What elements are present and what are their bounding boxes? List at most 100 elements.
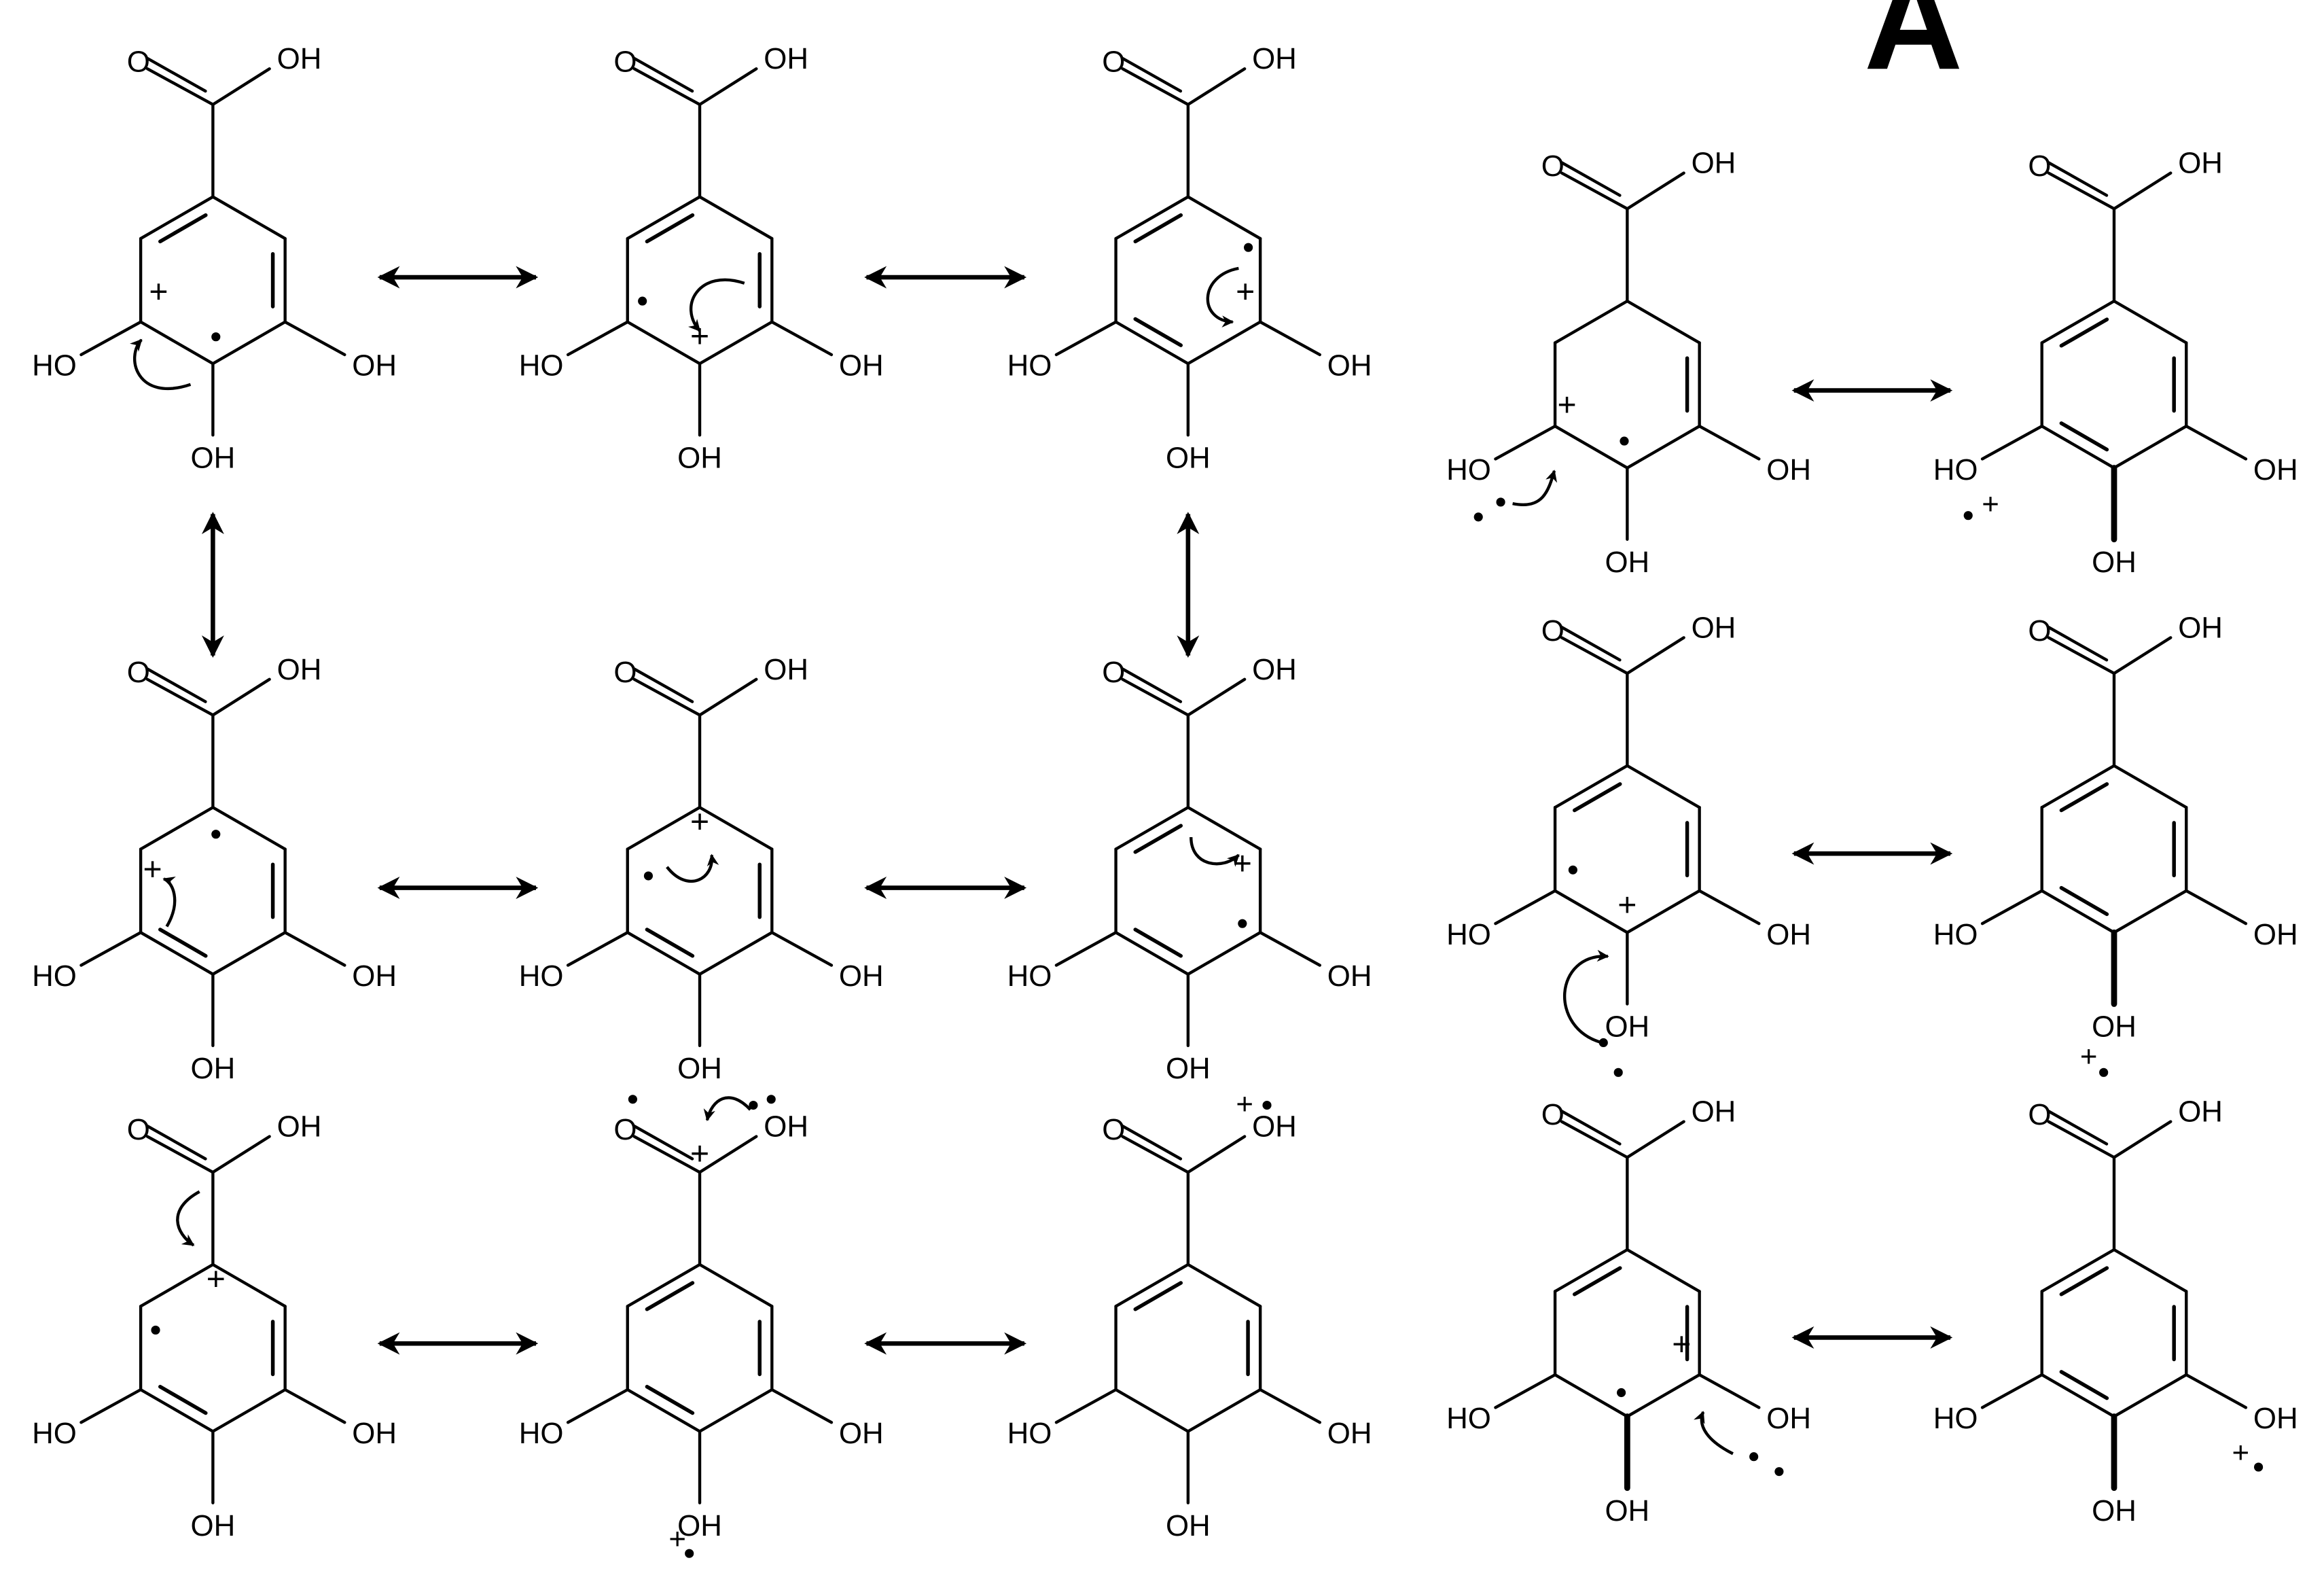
cation-charge: + [143, 851, 162, 888]
radical-dot [1262, 1100, 1272, 1110]
radical-dot [1749, 1452, 1759, 1462]
carboxyl-oh-label: OH [2178, 611, 2223, 644]
electron-arrow [703, 1096, 752, 1122]
radical-dot [766, 1095, 776, 1104]
oh-label-right: OH [1766, 453, 1811, 487]
oh-label-right: OH [1766, 1402, 1811, 1435]
oh-label-bottom: OH [1605, 546, 1649, 579]
carbonyl-o-label: O [1541, 1098, 1565, 1131]
radical-dot [1613, 1068, 1623, 1077]
radical-dot [1617, 1388, 1626, 1398]
oh-label-right: OH [1327, 349, 1372, 383]
radical-dot [628, 1095, 637, 1104]
carbonyl-o-label: O [127, 1113, 150, 1146]
radical-dot [1568, 865, 1577, 875]
carboxyl-oh-label: OH [1252, 653, 1297, 686]
panel-label: A [1864, 0, 1963, 98]
oh-label-right: OH [352, 959, 397, 993]
oh-label-bottom: OH [191, 442, 236, 475]
electron-arrow [1512, 470, 1558, 506]
ho-label-left: HO [1007, 959, 1052, 993]
electron-arrow [176, 1190, 200, 1247]
carboxyl-oh-label: OH [1692, 1095, 1736, 1129]
electron-arrow [1694, 1411, 1734, 1455]
oh-label-bottom: OH [677, 1052, 722, 1085]
carbonyl-o-label: O [2028, 1098, 2051, 1131]
cation-charge: + [149, 273, 168, 310]
oh-label-right: OH [352, 1417, 397, 1450]
cation-charge: + [1982, 487, 1999, 520]
carboxyl-oh-label: OH [2178, 1095, 2223, 1129]
radical-dot [151, 1325, 160, 1335]
radical-dot [1598, 1038, 1608, 1048]
ho-label-left: HO [1446, 918, 1491, 951]
carbonyl-o-label: O [613, 656, 637, 689]
carbonyl-o-label: O [1102, 656, 1125, 689]
ho-label-left: HO [1933, 918, 1978, 951]
oh-label-bottom: OH [1166, 442, 1211, 475]
oh-label-bottom: OH [1605, 1010, 1649, 1044]
oh-label-bottom: OH [1166, 1509, 1211, 1542]
ho-label-left: HO [519, 959, 564, 993]
ho-label-left: HO [32, 349, 77, 383]
carbonyl-o-label: O [2028, 614, 2051, 648]
radical-dot [1620, 436, 1629, 446]
oh-label-right: OH [1327, 959, 1372, 993]
carboxyl-oh-label: OH [1252, 1110, 1297, 1144]
ho-label-left: HO [1446, 453, 1491, 487]
cation-charge: + [668, 1523, 686, 1556]
cation-charge: + [1236, 273, 1255, 310]
radical-dot [1238, 919, 1247, 928]
ho-label-left: HO [1007, 1417, 1052, 1450]
ho-label-left: HO [1933, 1402, 1978, 1435]
oh-label-bottom: OH [2092, 1010, 2137, 1044]
cation-charge: + [1233, 845, 1252, 882]
electron-arrow [688, 278, 745, 332]
radical-dot [211, 332, 221, 342]
carbonyl-o-label: O [613, 1113, 637, 1146]
oh-label-right: OH [839, 349, 884, 383]
ho-label-left: HO [1933, 453, 1978, 487]
radical-dot [2253, 1462, 2264, 1472]
carbonyl-o-label: O [1102, 46, 1125, 79]
carboxyl-oh-label: OH [2178, 147, 2223, 180]
carbonyl-o-label: O [613, 46, 637, 79]
oh-label-bottom: OH [2092, 1494, 2137, 1528]
radical-dot [1774, 1467, 1784, 1477]
carbonyl-o-label: O [127, 46, 150, 79]
carbonyl-o-label: O [127, 656, 150, 689]
radical-dot [685, 1549, 694, 1558]
radical-dot [749, 1100, 758, 1110]
ho-label-left: HO [32, 1417, 77, 1450]
cation-charge: + [1672, 1326, 1691, 1363]
carbonyl-o-label: O [1102, 1113, 1125, 1146]
carboxyl-oh-label: OH [764, 653, 808, 686]
carbonyl-o-label: O [1541, 614, 1565, 648]
cation-charge: + [1236, 1088, 1253, 1121]
oh-label-right: OH [1766, 918, 1811, 951]
oh-label-right: OH [2253, 453, 2298, 487]
carbonyl-o-label: O [1541, 149, 1565, 183]
carboxyl-oh-label: OH [1252, 42, 1297, 75]
oh-label-right: OH [2253, 918, 2298, 951]
carboxyl-oh-label: OH [764, 1110, 808, 1144]
oh-label-right: OH [839, 1417, 884, 1450]
oh-label-bottom: OH [677, 1509, 722, 1542]
carboxyl-oh-label: OH [277, 42, 322, 75]
cation-charge: + [690, 803, 709, 840]
cation-charge: + [207, 1260, 226, 1297]
oh-label-bottom: OH [191, 1509, 236, 1542]
radical-dot [1473, 512, 1483, 522]
carbonyl-o-label: O [2028, 149, 2051, 183]
